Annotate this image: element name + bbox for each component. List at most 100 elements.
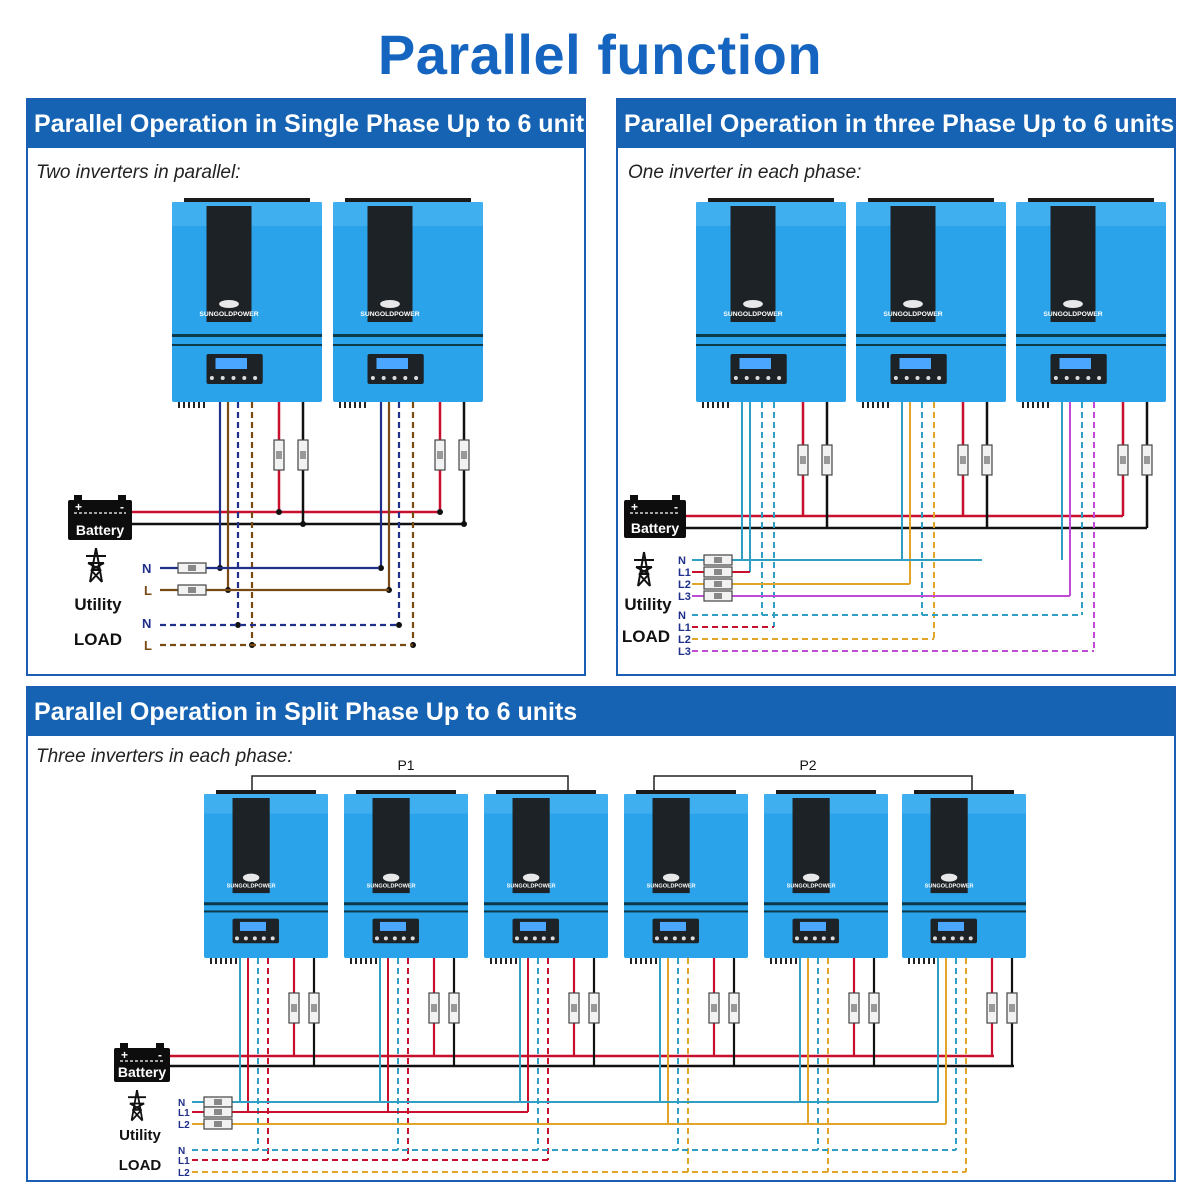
terminal-pin (1032, 402, 1034, 408)
lcd-button (532, 936, 537, 941)
lcd-button (681, 936, 686, 941)
battery-terminal (156, 1043, 164, 1048)
inverter-stripe (172, 334, 322, 337)
load-line-label: L1 (678, 622, 691, 634)
lcd-button (932, 936, 937, 941)
battery-minus-sign: - (158, 1048, 162, 1062)
inverter-stripe (333, 344, 483, 346)
junction-dot (437, 509, 443, 515)
lcd-button (766, 376, 771, 380)
terminal-pin (210, 958, 212, 964)
inverter-stripe (856, 334, 1006, 337)
lcd-button (821, 936, 826, 941)
terminal-pin (640, 958, 642, 964)
terminal-pin (350, 958, 352, 964)
lcd-button (270, 936, 275, 941)
lcd-button (234, 936, 239, 941)
utility-label: Utility (119, 1127, 161, 1144)
sun-logo-icon (662, 873, 680, 882)
breaker-lever (714, 557, 722, 563)
utility-line-label: N (178, 1098, 185, 1109)
lcd-screen (215, 358, 247, 369)
terminal-pin (370, 958, 372, 964)
inverter-3: SUNGOLDPOWER (484, 790, 608, 964)
utility-tower-icon (634, 551, 654, 587)
fuse-lever (800, 456, 806, 464)
fuse-lever (711, 1004, 717, 1012)
lcd-screen (376, 358, 408, 369)
inverter-top-vent (708, 198, 834, 204)
terminal-pin (339, 402, 341, 408)
battery-plus-sign: + (631, 500, 638, 514)
terminal-pin (355, 958, 357, 964)
inverter-stripe (344, 910, 468, 913)
sun-logo-icon (1063, 300, 1083, 308)
terminal-pin (220, 958, 222, 964)
lcd-screen (937, 921, 964, 931)
sun-logo-icon (802, 873, 820, 882)
lcd-button (392, 936, 397, 941)
lcd-button (663, 936, 668, 941)
lcd-button (242, 376, 247, 380)
terminal-pin (918, 958, 920, 964)
battery-terminal (120, 1043, 128, 1048)
terminal-pin (1037, 402, 1039, 408)
panel-split-phase-subtitle: Three inverters in each phase: (36, 746, 293, 767)
utility-line-label: L2 (678, 579, 691, 591)
battery-label: Battery (118, 1064, 166, 1080)
inverter-1: SUNGOLDPOWER (172, 198, 322, 408)
breaker-lever (714, 593, 722, 599)
load-label: LOAD (119, 1157, 162, 1174)
panel-single-phase-subtitle: Two inverters in parallel: (36, 162, 241, 183)
battery-terminal (74, 495, 82, 500)
breaker-lever (214, 1099, 222, 1105)
junction-dot (276, 509, 282, 515)
brand-logo: SUNGOLDPOWER (227, 883, 276, 889)
terminal-pin (188, 402, 190, 408)
lcd-button (1097, 376, 1102, 380)
terminal-pin (198, 402, 200, 408)
terminal-pin (1042, 402, 1044, 408)
lcd-screen (659, 921, 686, 931)
lcd-button (209, 376, 214, 380)
terminal-pin (722, 402, 724, 408)
inverter-stripe (856, 344, 1006, 346)
terminal-pin (1022, 402, 1024, 408)
inverter-top-vent (1028, 198, 1154, 204)
brand-logo: SUNGOLDPOWER (1043, 311, 1102, 318)
inverter-top-vent (356, 790, 456, 796)
fuse-lever (960, 456, 966, 464)
junction-dot (396, 622, 402, 628)
inverter-top-vent (776, 790, 876, 796)
terminal-pin (178, 402, 180, 408)
sun-logo-icon (219, 300, 239, 308)
junction-dot (235, 622, 241, 628)
breaker-lever (188, 587, 196, 593)
lcd-screen (1059, 358, 1091, 369)
terminal-pin (775, 958, 777, 964)
inverter-3: SUNGOLDPOWER (1016, 198, 1166, 408)
sun-logo-icon (380, 300, 400, 308)
inverter-stripe (172, 344, 322, 346)
breaker-lever (214, 1121, 222, 1127)
lcd-button (550, 936, 555, 941)
terminal-pin (727, 402, 729, 408)
load-label: LOAD (74, 630, 122, 649)
group-label-p2: P2 (799, 757, 816, 773)
utility-line-label: L1 (178, 1108, 190, 1119)
brand-logo: SUNGOLDPOWER (723, 311, 782, 318)
terminal-pin (359, 402, 361, 408)
lcd-button (941, 936, 946, 941)
lcd-button (414, 376, 419, 380)
battery-label: Battery (631, 520, 679, 536)
lcd-button (672, 936, 677, 941)
fuse-lever (824, 456, 830, 464)
inverter-stripe (624, 910, 748, 913)
utility-line-label: L2 (178, 1120, 190, 1131)
terminal-pin (877, 402, 879, 408)
battery-icon (68, 500, 132, 540)
lcd-button (926, 376, 931, 380)
battery-minus-sign: - (674, 500, 678, 514)
fuse-lever (1009, 1004, 1015, 1012)
